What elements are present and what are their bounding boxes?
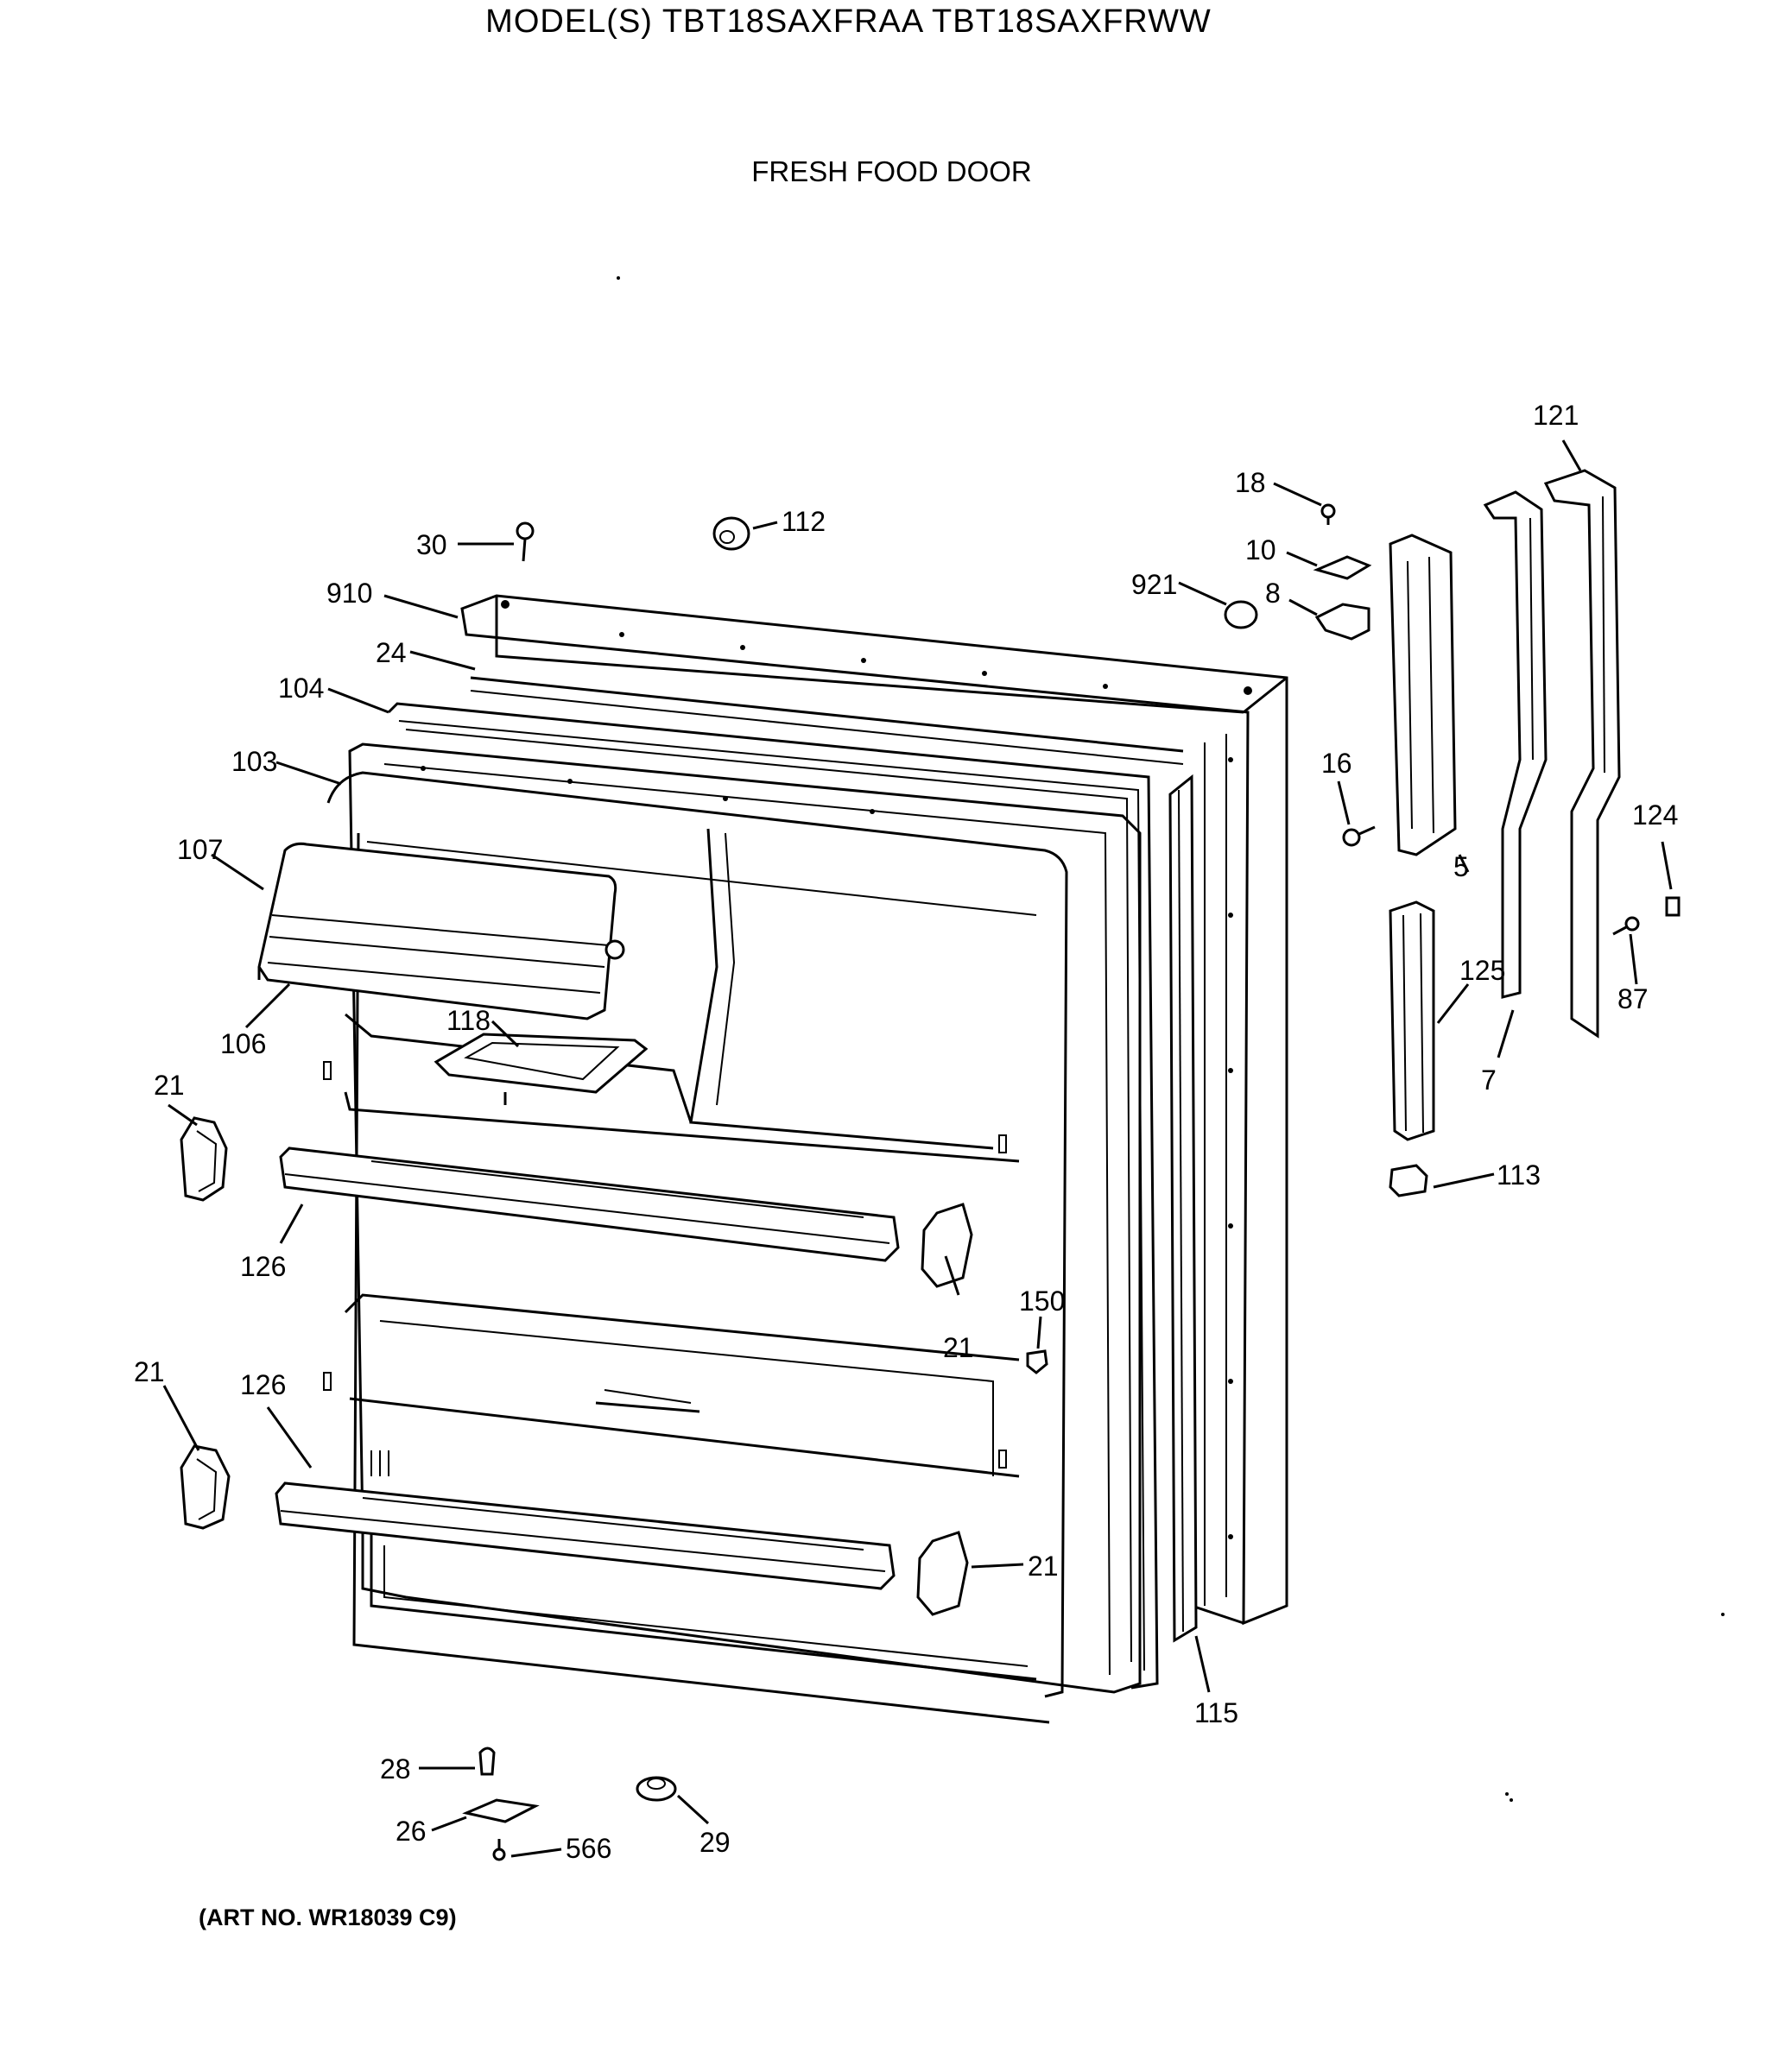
screw-30 [516,521,535,562]
egg-tray [434,1033,649,1105]
callout-26: 26 [396,1816,427,1847]
model-title: MODEL(S) TBT18SAXFRAA TBT18SAXFRWW [485,3,1212,40]
shelf-end-cap [180,1116,228,1202]
channel-125 [1389,900,1435,1141]
dairy-compartment-door [257,842,625,1020]
clip-124 [1665,896,1681,917]
bumper-150 [1026,1349,1048,1374]
screw-16 [1342,825,1376,847]
screw-87 [1612,916,1640,936]
door-handle-121 [1543,469,1621,1039]
callout-103: 103 [231,746,277,777]
screw-18 [1320,503,1336,525]
door-handle-7 [1483,490,1548,999]
callout-8: 8 [1265,578,1281,609]
inner-door-liner [323,742,1142,1724]
callout-150: 150 [1019,1286,1065,1317]
callout-126-a: 126 [240,1251,286,1282]
callout-87: 87 [1617,983,1649,1014]
plug-button-112 [712,516,750,551]
callout-118: 118 [446,1005,491,1036]
callout-104: 104 [278,673,324,704]
plate-26 [462,1798,540,1823]
callout-21-d: 21 [1028,1551,1059,1582]
callout-107: 107 [177,834,223,865]
hinge-bracket-5 [1389,534,1457,856]
lower-door-shelf [275,1481,896,1590]
hinge-cam-8 [1314,603,1370,641]
hinge-pin-10 [1313,555,1372,580]
screw-566 [492,1839,506,1861]
bumper-29 [636,1776,677,1802]
callout-21-a: 21 [154,1070,185,1101]
callout-labels: 121 18 112 30 10 910 921 8 24 104 103 16… [134,400,1678,1864]
callout-566: 566 [566,1833,611,1864]
callout-125: 125 [1459,955,1505,986]
callout-10: 10 [1245,534,1276,565]
callout-910: 910 [326,578,372,609]
art-number: (ART NO. WR18039 C9) [199,1905,457,1930]
callout-921: 921 [1131,569,1177,600]
callout-121: 121 [1533,400,1579,431]
callout-5: 5 [1453,851,1469,882]
callout-113: 113 [1497,1159,1541,1191]
callout-124: 124 [1632,799,1678,831]
callout-30: 30 [416,529,447,560]
callout-112: 112 [782,506,826,537]
callout-106: 106 [220,1028,266,1059]
callout-21-c: 21 [134,1356,165,1387]
callout-16: 16 [1321,748,1352,779]
plug-28 [478,1747,496,1776]
callout-24: 24 [376,637,407,668]
block-113 [1389,1164,1428,1197]
door-gasket [387,676,1184,1690]
callout-28: 28 [380,1753,411,1785]
callout-18: 18 [1235,467,1266,498]
callout-126-b: 126 [240,1369,286,1400]
shelf-end-cap [921,1203,973,1288]
door-stop-strip [1168,774,1198,1643]
shelf-end-cap [180,1444,231,1530]
callout-21-b: 21 [943,1332,974,1363]
callout-7: 7 [1481,1064,1497,1096]
leader-lines [162,439,1673,1858]
shelf-end-cap [916,1531,969,1616]
callout-29: 29 [699,1827,731,1858]
diagram-subtitle: FRESH FOOD DOOR [751,155,1032,187]
outer-door-panel [460,594,1288,1626]
upper-door-shelf [279,1147,900,1262]
plug-921 [1224,600,1258,629]
callout-115: 115 [1194,1697,1238,1728]
